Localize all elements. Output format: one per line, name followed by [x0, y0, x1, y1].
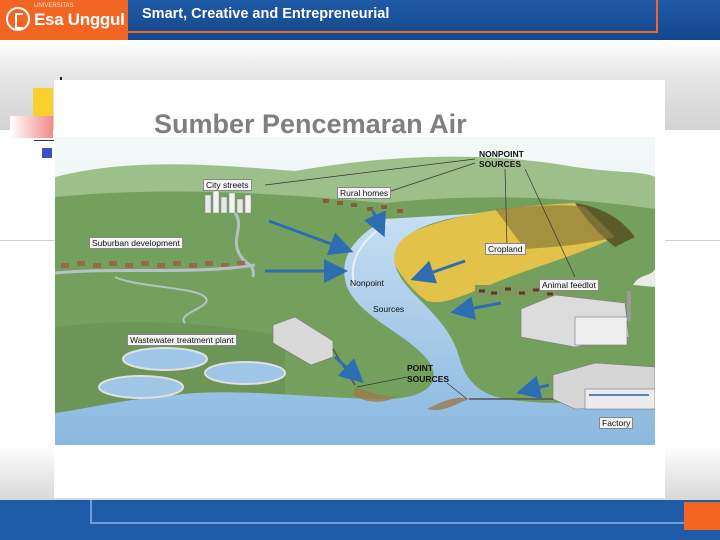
label-nonpoint-sources-2: SOURCES — [479, 159, 522, 169]
decor-yellow-square — [33, 88, 53, 118]
label-sources: Sources — [373, 304, 405, 314]
curved-road — [114, 276, 208, 324]
city-buildings — [204, 190, 252, 214]
decor-blue-square — [42, 148, 52, 158]
label-wastewater-treatment-plant: Wastewater treatment plant — [127, 334, 237, 346]
decor-red-gradient — [10, 116, 53, 138]
pointer-line-cropland — [504, 168, 508, 246]
water-pollution-diagram: City streets Rural homes NONPOINT SOURCE… — [54, 137, 656, 445]
suburban-road — [54, 263, 256, 275]
decor-dot — [60, 77, 62, 81]
slide-title: Sumber Pencemaran Air — [154, 109, 467, 139]
label-point-sources-2: SOURCES — [407, 374, 450, 384]
arrow-plant-discharge — [333, 355, 364, 384]
sewage-plume-plant — [353, 387, 399, 402]
sewage-plume-factory — [427, 397, 469, 411]
label-nonpoint-sources-1: NONPOINT — [479, 149, 524, 159]
pointer-line-city — [264, 158, 476, 186]
decor-line — [34, 140, 54, 141]
label-nonpoint: Nonpoint — [350, 278, 385, 288]
divider-line-right — [665, 240, 720, 241]
footer-orange-block — [684, 502, 720, 530]
city-road — [233, 212, 255, 278]
diagram-illustration — [54, 137, 656, 445]
university-logo: UNIVERSITAS Esa Unggul — [0, 0, 128, 40]
label-animal-feedlot: Animal feedlot — [539, 279, 599, 291]
label-point-sources-1: POINT — [407, 363, 433, 373]
arrow-feedlot-runoff — [450, 296, 502, 320]
footer-bar — [0, 500, 720, 540]
footer-frame — [90, 500, 684, 524]
logo-small-text: UNIVERSITAS — [34, 3, 74, 9]
arrow-city-runoff — [268, 219, 354, 256]
logo-icon — [6, 7, 30, 31]
arrow-cropland-runoff — [410, 259, 466, 284]
label-cropland: Cropland — [485, 243, 526, 255]
wastewater-plant — [98, 316, 334, 399]
header-frame — [128, 0, 658, 33]
label-rural-homes: Rural homes — [337, 187, 392, 199]
divider-line-left — [0, 240, 55, 241]
label-suburban-development: Suburban development — [89, 237, 183, 249]
plowed-field — [495, 205, 615, 249]
arrow-factory-discharge — [516, 375, 550, 400]
pointer-line-plant-outfall — [356, 376, 408, 388]
feedlot-barns — [520, 269, 655, 348]
logo-text: Esa Unggul — [34, 10, 125, 29]
label-factory: Factory — [599, 417, 634, 429]
pointer-line-rural — [384, 162, 476, 194]
label-city-streets: City streets — [203, 179, 252, 191]
header-tagline: Smart, Creative and Entrepreneurial — [142, 6, 390, 22]
rural-homes — [323, 199, 403, 213]
suburban-houses — [61, 261, 245, 268]
pointer-line-feedlot — [524, 168, 576, 278]
header-bar: UNIVERSITAS Esa Unggul Smart, Creative a… — [0, 0, 720, 40]
pointer-line-factory-outfall — [446, 382, 468, 400]
arrow-rural-runoff — [363, 210, 386, 238]
